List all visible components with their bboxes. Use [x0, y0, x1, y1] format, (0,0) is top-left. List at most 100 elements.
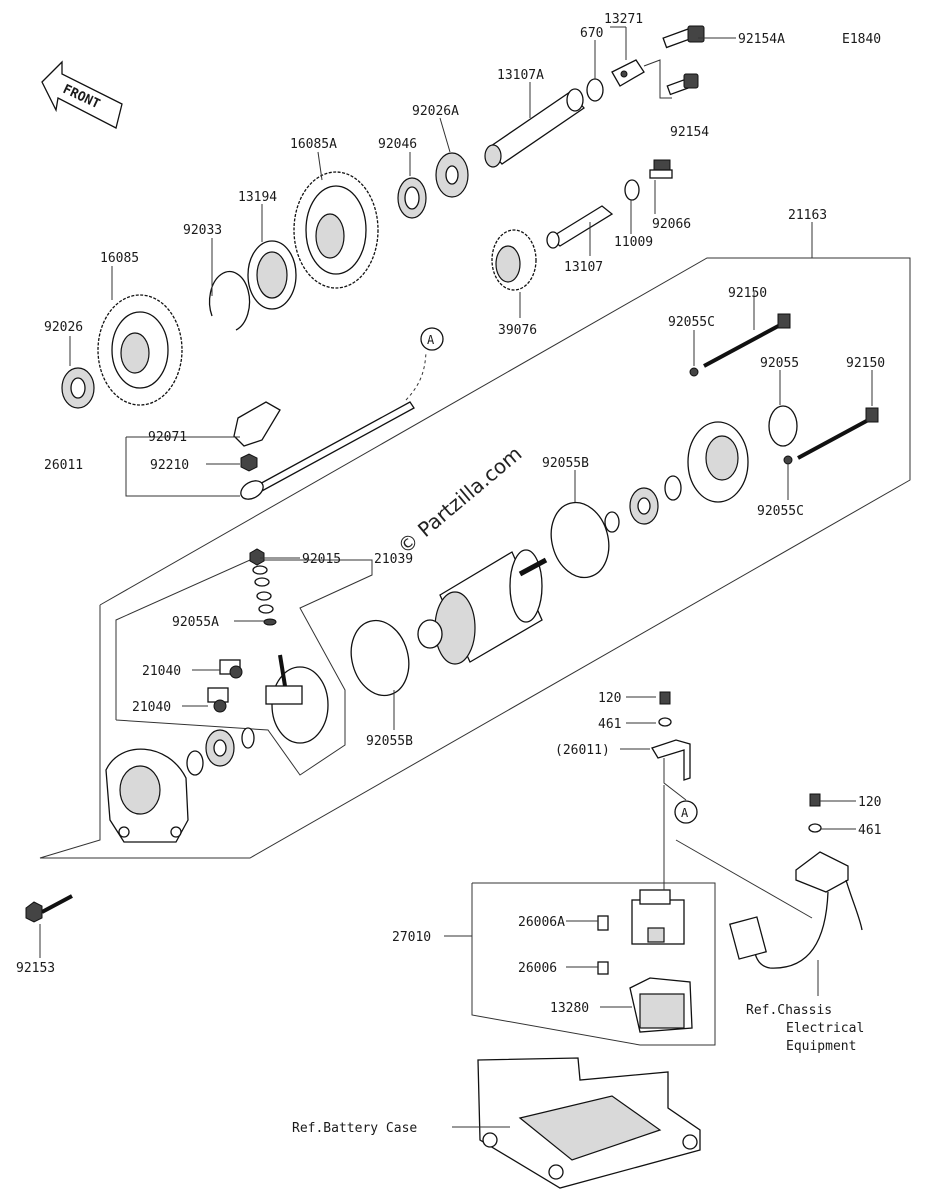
- fuse-26006A-icon: [597, 915, 609, 931]
- assembly-outline-21039: [115, 559, 373, 776]
- label-ref-battery-case: Ref.Battery Case: [292, 1121, 417, 1136]
- fuse-26006-icon: [597, 961, 609, 975]
- bracket-26011-icon: [651, 739, 691, 781]
- label-16085: 16085: [100, 251, 139, 266]
- bolt-92150-upper-icon: [703, 313, 791, 368]
- label-13280: 13280: [550, 1001, 589, 1016]
- label-92154: 92154: [670, 125, 709, 140]
- label-92055B-upper: 92055B: [542, 456, 589, 471]
- label-26011: 26011: [44, 458, 83, 473]
- bolt-120-lower-icon: [809, 793, 821, 807]
- label-92150-lower: 92150: [846, 356, 885, 371]
- label-11009: 11009: [614, 235, 653, 250]
- label-92055B-lower: 92055B: [366, 734, 413, 749]
- gasket-11009-icon: [624, 179, 640, 201]
- oring-92055A-icon: [263, 618, 277, 626]
- label-461-lower: 461: [858, 823, 881, 838]
- leader-lines: [39, 26, 873, 1128]
- relay-cover-13280-icon: [629, 977, 693, 1033]
- nut-92066-icon: [649, 159, 673, 179]
- bolt-92150-lower-icon: [797, 407, 879, 460]
- brush-holder-icon: [265, 654, 329, 744]
- oring-92055B-upper-icon: [550, 501, 610, 579]
- plate-13271-icon: [611, 59, 645, 87]
- label-92150-upper: 92150: [728, 286, 767, 301]
- label-92153: 92153: [16, 961, 55, 976]
- oring-670-icon: [586, 78, 604, 102]
- oring-92055C-upper-icon: [689, 367, 699, 377]
- gear-39076-icon: [491, 229, 537, 291]
- label-26006: 26006: [518, 961, 557, 976]
- bolt-92153-icon: [25, 894, 73, 923]
- label-21040-upper: 21040: [142, 664, 181, 679]
- label-92055C-lower: 92055C: [757, 504, 804, 519]
- gear-16085-icon: [97, 294, 183, 406]
- label-13107A: 13107A: [497, 68, 544, 83]
- label-92015: 92015: [302, 552, 341, 567]
- brush-21040-upper-icon: [219, 659, 243, 679]
- label-16085A: 16085A: [290, 137, 337, 152]
- washer-lower-b-icon: [186, 750, 204, 776]
- starter-end-cover-icon: [687, 421, 749, 503]
- label-39076: 39076: [498, 323, 537, 338]
- assembly-outline-21163: [39, 257, 911, 859]
- nut-92210-icon: [240, 453, 258, 472]
- svg-text:A: A: [427, 333, 435, 347]
- label-120-lower: 120: [858, 795, 881, 810]
- bearing-92026A-icon: [435, 152, 469, 198]
- label-26011-ref: (26011): [555, 743, 610, 758]
- bolt-120-upper-icon: [659, 691, 671, 705]
- label-92071: 92071: [148, 430, 187, 445]
- label-ref-chassis-1: Ref.Chassis: [746, 1003, 832, 1018]
- callout-a-upper: A: [420, 327, 444, 351]
- oring-92055B-lower-icon: [350, 619, 410, 697]
- washer-stack-icon: [249, 548, 277, 626]
- starter-front-cover-icon: [105, 748, 189, 843]
- svg-text:A: A: [681, 806, 689, 820]
- washer-461-lower-icon: [808, 823, 822, 833]
- label-92055: 92055: [760, 356, 799, 371]
- label-92046: 92046: [378, 137, 417, 152]
- needle-bearing-92046-icon: [397, 177, 427, 219]
- label-92210: 92210: [150, 458, 189, 473]
- label-21039: 21039: [374, 552, 413, 567]
- battery-case-icon: [477, 1057, 701, 1189]
- washer-lower-a-icon: [241, 727, 255, 749]
- bolt-92154-icon: [666, 73, 699, 96]
- label-21040-lower: 21040: [132, 700, 171, 715]
- front-arrow-icon: FRONT: [41, 60, 123, 129]
- shaft-13107A-icon: [484, 88, 585, 168]
- bearing-92026-icon: [61, 367, 95, 409]
- armature-icon: [417, 549, 548, 665]
- label-13107: 13107: [564, 260, 603, 275]
- washer-icon: [664, 475, 682, 501]
- label-26006A: 26006A: [518, 915, 565, 930]
- oring-92055C-lower-icon: [783, 455, 793, 465]
- label-ref-chassis-3: Equipment: [786, 1039, 856, 1054]
- wire-route-to-A: [405, 351, 427, 401]
- bearing-lower-icon: [205, 729, 235, 767]
- shaft-13107-icon: [546, 205, 614, 249]
- label-92055C-upper: 92055C: [668, 315, 715, 330]
- label-92033: 92033: [183, 223, 222, 238]
- washer-461-upper-icon: [658, 717, 672, 727]
- oring-92055-icon: [768, 405, 798, 447]
- label-27010: 27010: [392, 930, 431, 945]
- watermark: © Partzilla.com: [393, 441, 527, 559]
- washer-small-icon: [604, 511, 620, 533]
- callout-a-lower: A: [674, 800, 698, 824]
- label-92066: 92066: [652, 217, 691, 232]
- terminal-cap-92071-icon: [233, 401, 281, 447]
- label-13271: 13271: [604, 12, 643, 27]
- label-ref-chassis-2: Electrical: [786, 1021, 864, 1036]
- diagram-code: E1840: [842, 32, 881, 47]
- label-92026: 92026: [44, 320, 83, 335]
- part-labels: 13271 670 92154A 13107A 92154 92026A 160…: [16, 12, 885, 1136]
- gear-16085A-icon: [293, 171, 379, 289]
- label-92055A: 92055A: [172, 615, 219, 630]
- label-92154A: 92154A: [738, 32, 785, 47]
- wire-harness-icon: [729, 851, 863, 969]
- brush-21040-lower-icon: [207, 687, 229, 713]
- label-120-upper: 120: [598, 691, 621, 706]
